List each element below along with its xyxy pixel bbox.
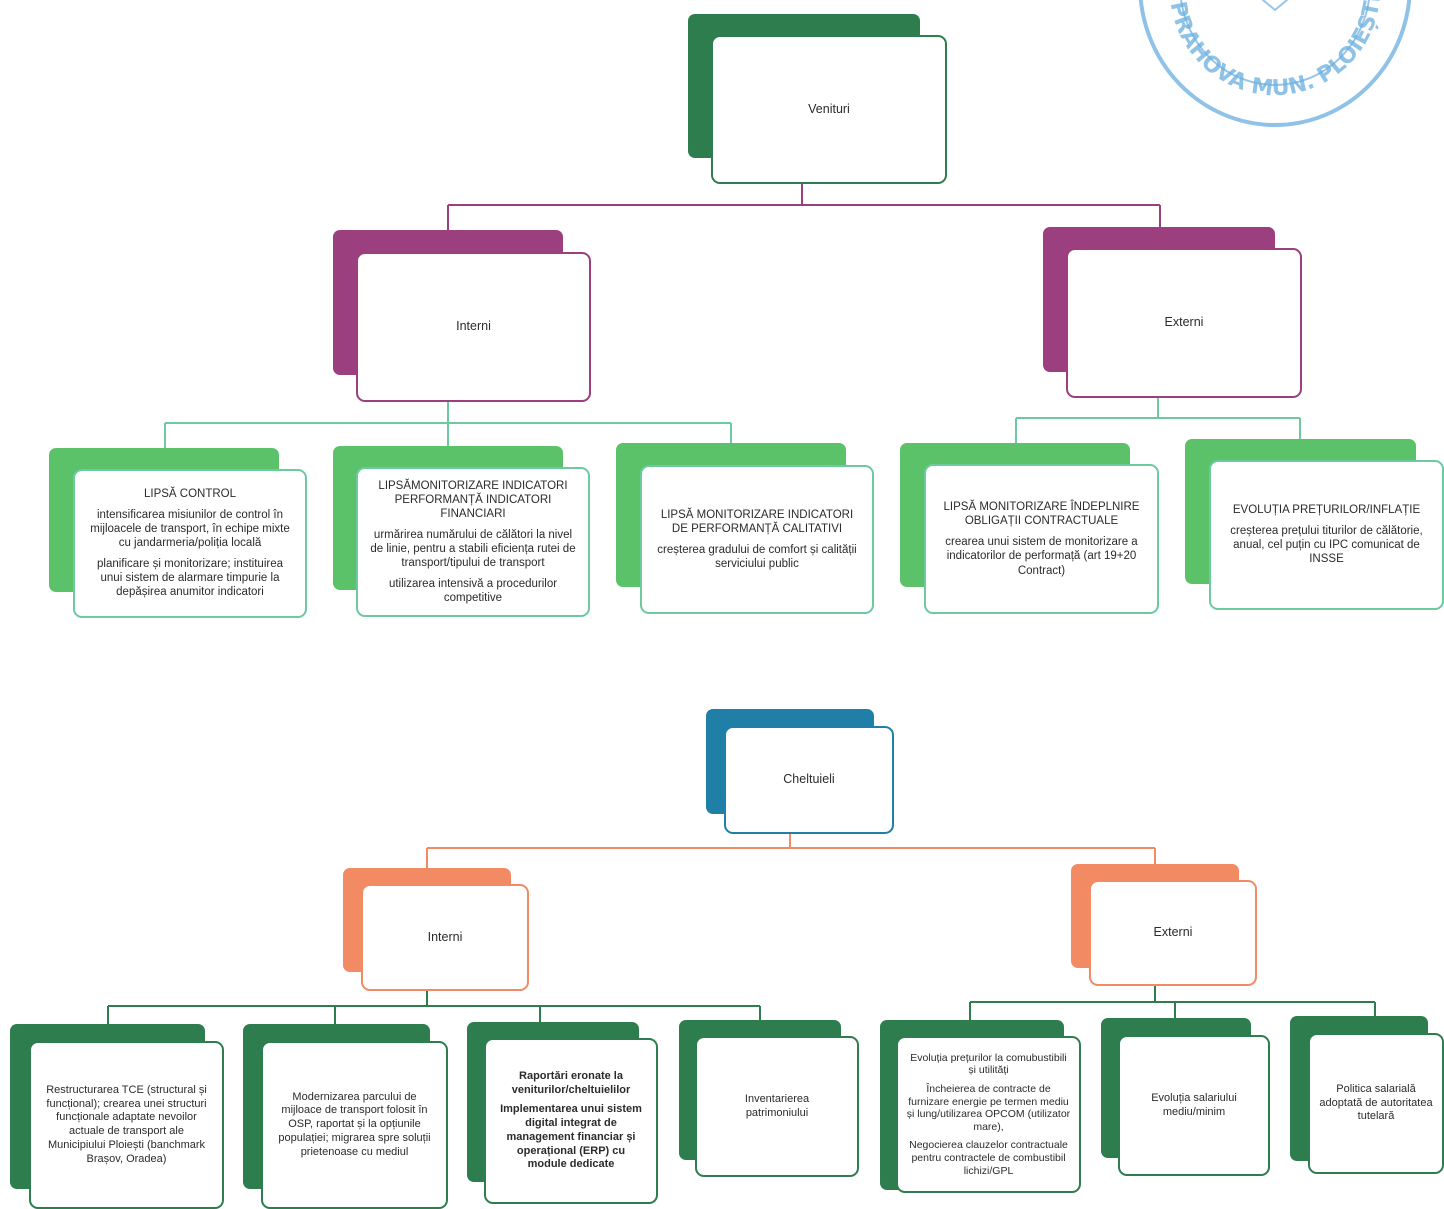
leaf-title: LIPSĂ MONITORIZARE ÎNDEPLNIRE OBLIGAȚII … — [943, 501, 1140, 528]
leaf-text: urmărirea numărului de călători la nivel… — [370, 528, 576, 570]
leaf-text: planificare și monitorizare; instituirea… — [97, 557, 283, 599]
leaf-title: LIPSĂ MONITORIZARE INDICATORI DE PERFORM… — [660, 508, 854, 536]
leaf-text: Evoluția salariului mediu/minim — [1151, 1091, 1237, 1118]
cheltuieli-externi-connectors — [969, 986, 1376, 1022]
leaf-text: utilizarea intensivă a procedurilor comp… — [388, 577, 558, 605]
leaf-text: Evoluția prețurilor la comubustibili și … — [910, 1051, 1067, 1077]
leaf-text: Politica salarială adoptată de autoritat… — [1319, 1082, 1433, 1123]
leaf-text: Negocierea clauzelor contractuale pentru… — [909, 1139, 1068, 1177]
leaf-text: Încheierea de contracte de furnizare ene… — [906, 1083, 1071, 1133]
cheltuieli-root-label: Cheltuieli — [783, 772, 835, 787]
venituri-externi-label: Externi — [1164, 315, 1204, 330]
leaf-text: crearea unui sistem de monitorizare a in… — [945, 535, 1138, 577]
venituri-interni-connectors — [164, 402, 732, 450]
cheltuieli-interni-label: Interni — [427, 929, 463, 944]
leaf-text: intensificarea misiunilor de control în … — [90, 508, 290, 550]
leaf-title: LIPSĂ CONTROL — [143, 488, 237, 501]
cheltuieli-interni-connectors — [107, 991, 761, 1026]
leaf-title: LIPSĂMONITORIZARE INDICATORI PERFORMANȚĂ… — [378, 479, 568, 521]
cheltuieli-externi-label: Externi — [1153, 925, 1193, 940]
leaf-text: Modernizarea parcului de mijloace de tra… — [278, 1090, 431, 1158]
venituri-externi-connectors — [1015, 398, 1301, 445]
venituri-root-label: Venituri — [808, 101, 850, 116]
leaf-text: Implementarea unui sistem digital integr… — [500, 1103, 642, 1171]
leaf-text: Inventarierea patrimoniului — [744, 1092, 810, 1119]
leaf-title: EVOLUȚIA PREȚURILOR/INFLAȚIE — [1232, 504, 1421, 517]
leaf-text: creșterea gradului de comfort și calităț… — [657, 543, 857, 570]
stamp-seal: PRAHOVA MUN. PLOIEȘTI — [1138, 0, 1412, 127]
cheltuieli-connectors — [426, 834, 1156, 870]
venituri-interni-label: Interni — [456, 319, 491, 334]
leaf-text: creșterea prețului titurilor de călători… — [1230, 524, 1423, 566]
leaf-title: Raportări eronate la veniturilor/cheltui… — [511, 1069, 631, 1096]
leaf-text: Restructurarea TCE (structural și funcți… — [46, 1083, 207, 1165]
svg-text:PRAHOVA MUN. PLOIEȘTI: PRAHOVA MUN. PLOIEȘTI — [1165, 0, 1386, 101]
